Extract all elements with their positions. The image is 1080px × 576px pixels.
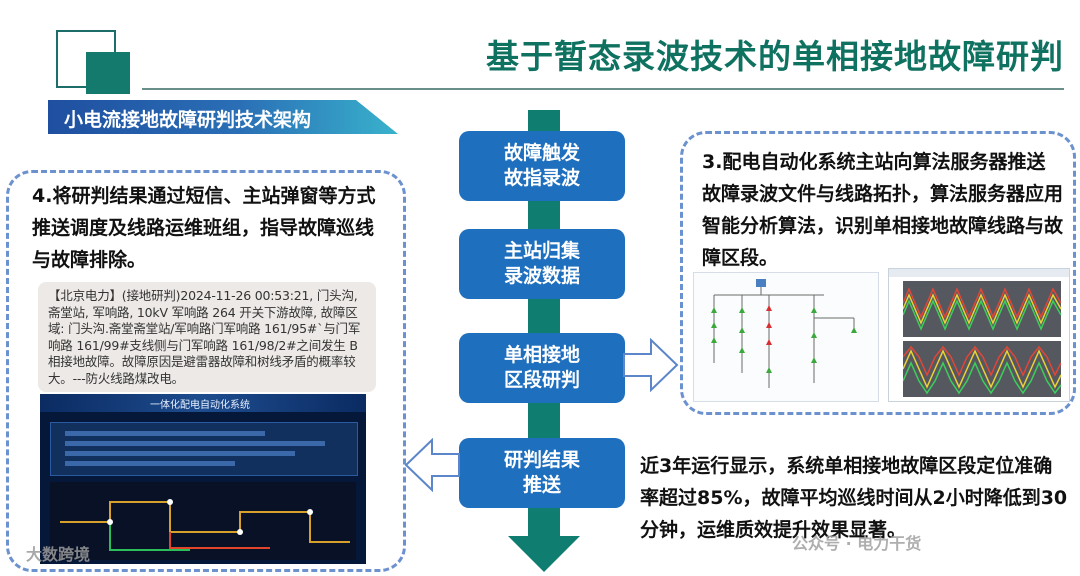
topology-graphic [711, 279, 857, 388]
watermark-right: 公众号 · 电力干货 [792, 534, 922, 553]
step3-text: 3.配电自动化系统主站向算法服务器推送故障录波文件与线路拓扑，算法服务器应用智能… [702, 151, 1064, 269]
flow-step-collect: 主站归集 录波数据 [459, 229, 625, 299]
logo-fill [86, 52, 130, 94]
flow-step-line: 单相接地 [503, 344, 580, 366]
flow-step-line: 主站归集 [503, 240, 580, 262]
flow-step-line: 推送 [522, 474, 561, 496]
step4-text: 4.将研判结果通过短信、主站弹窗等方式推送调度及线路运维班组，指导故障巡线与故障… [32, 185, 376, 271]
flow-step-judge: 单相接地 区段研判 [459, 333, 625, 403]
watermark-left: 大数跨境 [26, 545, 91, 564]
arrow-right-icon [623, 338, 679, 392]
waveform-graphic [902, 287, 1062, 331]
flow-step-line: 区段研判 [503, 369, 580, 391]
table-row [65, 451, 295, 456]
sms-screenshot: 【北京电力】(接地研判)2024-11-26 00:53:21, 门头沟, 斋堂… [38, 282, 376, 392]
table-row [65, 441, 325, 446]
table-row [65, 461, 235, 466]
line-topology-screenshot [693, 272, 879, 402]
section-title: 小电流接地故障研判技术架构 [64, 109, 312, 131]
flow-step-push: 研判结果 推送 [459, 438, 625, 508]
dispatch-table [50, 422, 358, 476]
waveform-panel [902, 281, 1062, 337]
arrow-left-icon [404, 438, 460, 492]
flow-step-line: 研判结果 [503, 449, 580, 471]
flow-step-line: 故指录波 [503, 167, 580, 189]
title-rule [142, 88, 1064, 90]
section-banner: 小电流接地故障研判技术架构 [48, 100, 398, 134]
flow-step-line: 故障触发 [503, 142, 580, 164]
result-text: 近3年运行显示，系统单相接地故障区段定位准确率超过85%，故障平均巡线时间从2小… [640, 455, 1068, 541]
table-row [65, 431, 265, 436]
dispatch-header: 一体化配电自动化系统 [40, 394, 366, 412]
flow-arrow-head [508, 536, 580, 572]
flow-step-trigger: 故障触发 故指录波 [459, 131, 625, 201]
waveform-titlebar [889, 269, 1069, 277]
dispatch-system-screenshot: 一体化配电自动化系统 [40, 394, 366, 564]
waveform-panel [902, 341, 1062, 397]
sms-text: 【北京电力】(接地研判)2024-11-26 00:53:21, 门头沟, 斋堂… [48, 288, 361, 386]
page-title: 基于暂态录波技术的单相接地故障研判 [486, 37, 1064, 76]
waveform-screenshot [888, 268, 1070, 402]
flow-step-line: 录波数据 [503, 265, 580, 287]
grid-topology-view [50, 482, 356, 560]
waveform-graphic [902, 345, 1062, 395]
dispatch-title: 一体化配电自动化系统 [150, 400, 250, 411]
grid-topology-graphic [60, 499, 350, 551]
